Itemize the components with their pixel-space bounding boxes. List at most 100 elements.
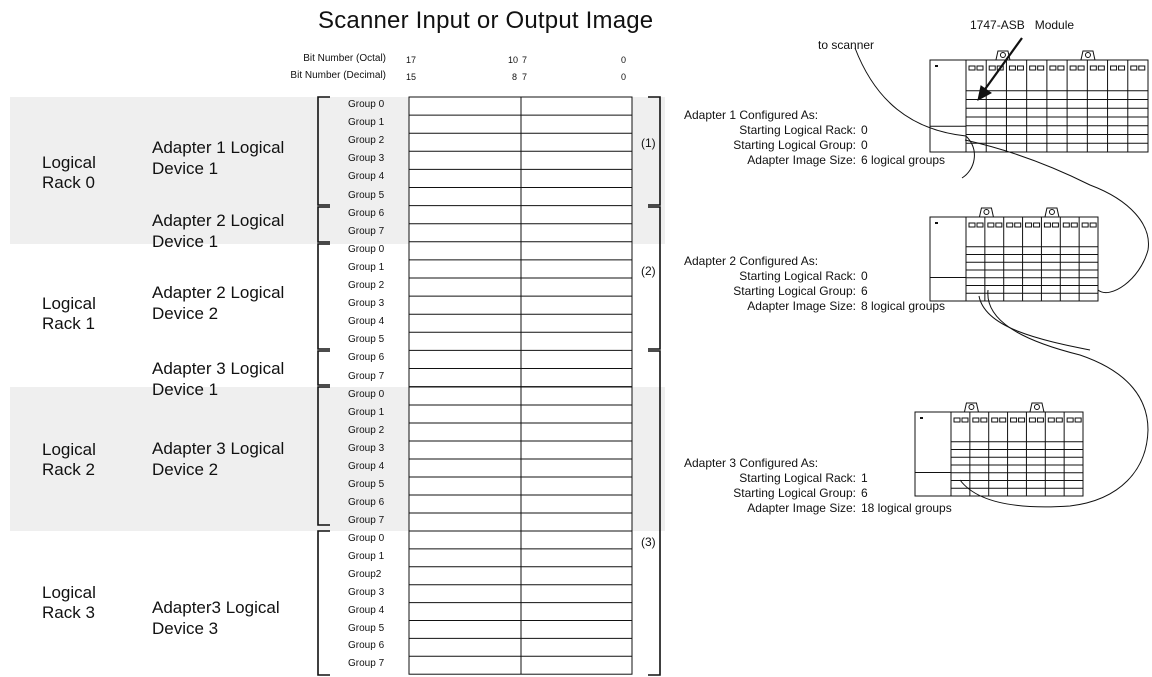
chassis-1-slot-led <box>1089 65 1097 71</box>
device-a3-d3: Adapter3 Logical Device 3 <box>152 598 280 638</box>
chassis-2-tab-0 <box>978 207 994 218</box>
group-label: Group 1 <box>348 407 385 418</box>
adapter-1-rack-value: 0 <box>861 123 868 137</box>
group-label: Group 5 <box>348 189 385 201</box>
group-label: Group2 <box>348 568 382 580</box>
adapter-3-group-label: Starting Logical Group: <box>733 486 856 500</box>
link-cable-1-2 <box>964 139 1149 294</box>
chassis-1-tab-hole-0 <box>999 52 1006 58</box>
diagram-title: Scanner Input or Output Image <box>318 7 654 34</box>
link-cable-2-3-b <box>978 295 1091 351</box>
chassis-2-slot-led <box>1043 222 1051 228</box>
adapter-bracket-right-2 <box>648 350 661 676</box>
group-label: Group 7 <box>348 658 385 670</box>
adapter-3-group-value: 6 <box>861 486 868 500</box>
chassis-3-slot-led <box>1066 417 1074 423</box>
chassis-3-slot-led <box>980 417 988 423</box>
group-label: Group 2 <box>348 425 385 436</box>
bit-octal-10: 10 <box>508 55 519 65</box>
group-label: Group 4 <box>348 604 385 616</box>
module-arrow-head <box>977 85 992 101</box>
chassis-2-tab-1 <box>1044 207 1060 218</box>
adapter-1-rack-label: Starting Logical Rack: <box>739 123 856 137</box>
chassis-1-slot-led <box>1097 65 1105 71</box>
group-label: Group 1 <box>348 117 385 129</box>
group-label: Group 3 <box>348 443 385 454</box>
chassis-2-slot-led <box>1089 222 1097 228</box>
group-label: Group 3 <box>348 153 385 165</box>
range-label-1: (1) <box>641 136 656 150</box>
chassis-2-slot-led <box>995 222 1003 228</box>
chassis-1-tab-hole-1 <box>1084 52 1091 58</box>
group-label: Group 2 <box>348 280 385 291</box>
adapter-1-size-value: 6 logical groups <box>861 153 946 167</box>
chassis-2-slot-led <box>1081 222 1089 228</box>
chassis-3-slot-led <box>1047 417 1055 423</box>
chassis-1-slot-led <box>1029 65 1037 71</box>
chassis-3-frame <box>914 411 1084 497</box>
group-label: Group 1 <box>348 261 385 273</box>
adapter-3-rack-label: Starting Logical Rack: <box>739 471 856 485</box>
chassis-2-tab-hole-0 <box>983 209 990 215</box>
device-bracket-left-4 <box>317 386 330 526</box>
bit-decimal-8: 8 <box>512 72 518 82</box>
chassis-3-slot-led <box>961 417 969 423</box>
chassis-2-slot-led <box>987 222 995 228</box>
bit-octal-label: Bit Number (Octal) <box>303 53 386 64</box>
group-label: Group 5 <box>348 334 385 346</box>
chassis-2-led <box>935 222 938 224</box>
device-bracket-left-2 <box>317 243 330 350</box>
device-a2-d1: Adapter 2 Logical Device 1 <box>152 211 285 251</box>
chassis-2-slot-led <box>1014 222 1022 228</box>
adapter-1-group-value: 0 <box>861 138 868 152</box>
chassis-3-tab-hole-1 <box>1033 404 1040 410</box>
chassis-1-slot-led <box>1049 65 1057 71</box>
chassis-1-slot-led <box>1077 65 1085 71</box>
chassis-2-slot-led <box>1070 222 1078 228</box>
group-label: Group 4 <box>348 171 385 183</box>
chassis-3-tab-0 <box>963 402 979 413</box>
chassis-3-slot-led <box>999 417 1007 423</box>
chassis-1-slot-led <box>968 65 976 71</box>
group-label: Group 0 <box>348 389 385 400</box>
chassis-1-led <box>935 65 938 67</box>
group-label: Group 6 <box>348 497 385 508</box>
logical-rack-3: Logical Rack 3 <box>42 583 96 622</box>
chassis-1-slot-led <box>976 65 984 71</box>
adapter-3-rack-value: 1 <box>861 471 868 485</box>
device-bracket-left-5 <box>317 530 330 676</box>
chassis-2-frame <box>929 216 1099 302</box>
group-label: Group 4 <box>348 316 385 328</box>
chassis-3-slot-led <box>1055 417 1063 423</box>
adapter-3-size-value: 18 logical groups <box>861 501 952 515</box>
chassis-2-tab-hole-1 <box>1048 209 1055 215</box>
adapter-bracket-right-0 <box>648 96 661 206</box>
adapter-2-rack-value: 0 <box>861 269 868 283</box>
device-a3-d1: Adapter 3 Logical Device 1 <box>152 359 285 399</box>
bit-decimal-0: 0 <box>621 72 627 82</box>
range-label-3: (3) <box>641 535 656 549</box>
chassis-2-slot-led <box>1033 222 1041 228</box>
scanner-cable <box>854 47 975 179</box>
group-label: Group 1 <box>348 550 385 562</box>
adapter-2-size-value: 8 logical groups <box>861 299 946 313</box>
adapter-1-group-label: Starting Logical Group: <box>733 138 856 152</box>
device-bracket-left-0 <box>317 96 330 206</box>
module-label: 1747-ASB Module <box>970 18 1075 32</box>
chassis-3-slot-led <box>953 417 961 423</box>
adapter-2-size-label: Adapter Image Size: <box>747 299 856 313</box>
chassis-3-tab-1 <box>1029 402 1045 413</box>
adapter-bracket-right-1 <box>648 206 661 350</box>
chassis-1-slot-led <box>1008 65 1016 71</box>
chassis-1-slot-led <box>1138 65 1146 71</box>
device-a2-d2: Adapter 2 Logical Device 2 <box>152 283 285 323</box>
adapter-2-rack-label: Starting Logical Rack: <box>739 269 856 283</box>
chassis-3-slot-led <box>1010 417 1018 423</box>
group-label: Group 5 <box>348 479 385 490</box>
group-label: Group 6 <box>348 352 385 364</box>
chassis-3-slot-led <box>1028 417 1036 423</box>
scanner-label: to scanner <box>818 38 875 52</box>
chassis-2-slot-led <box>1051 222 1059 228</box>
logical-rack-0: Logical Rack 0 <box>42 153 96 192</box>
